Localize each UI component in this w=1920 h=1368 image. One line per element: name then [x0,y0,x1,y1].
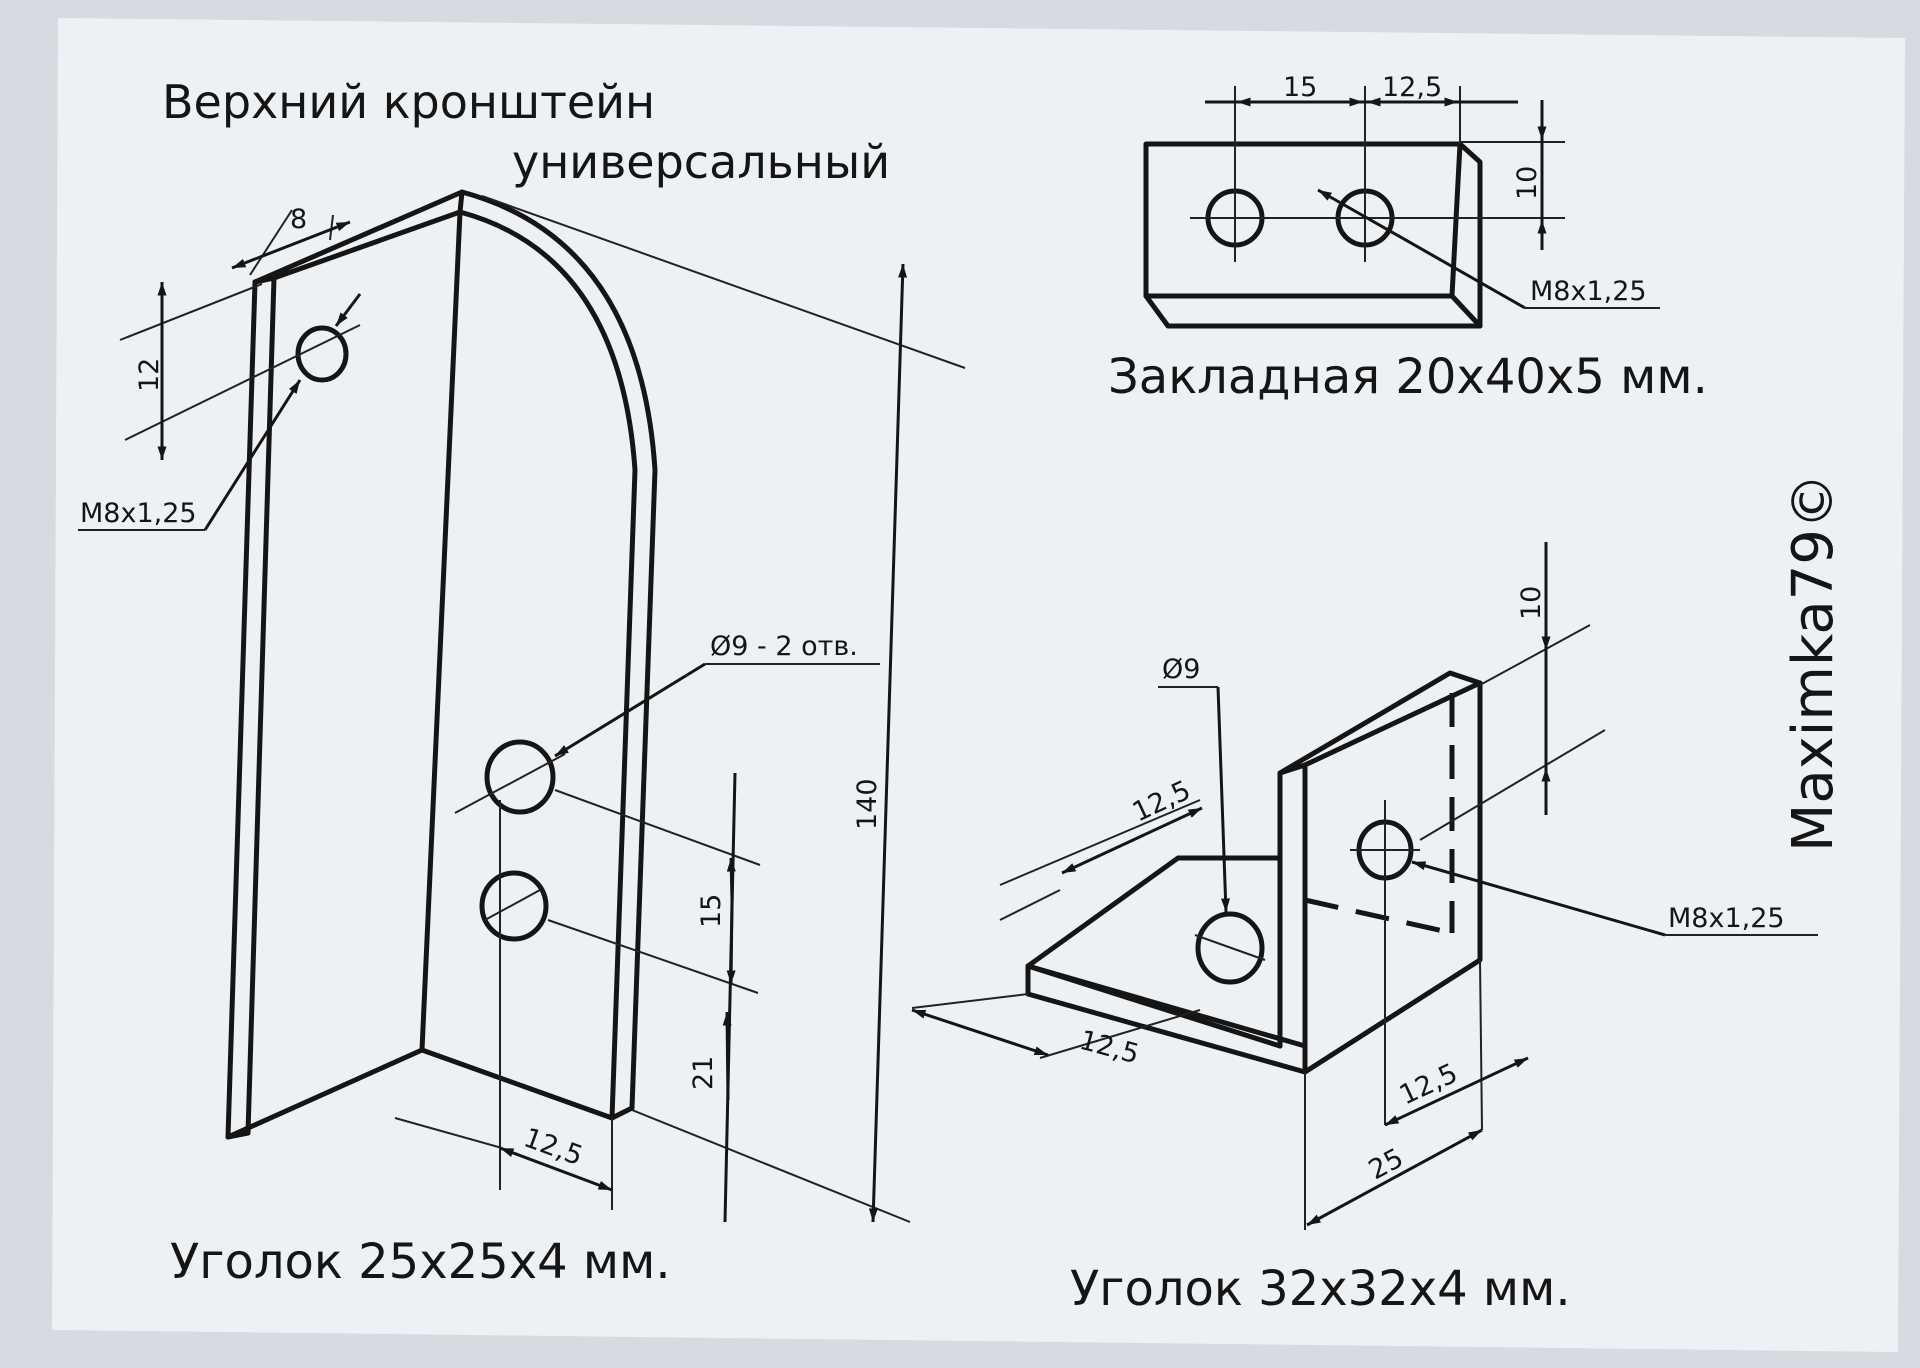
paper-sheet [52,18,1905,1352]
centre-line [484,889,541,921]
dim-arrow [726,857,736,901]
dim-8: 8 [290,204,307,235]
angle-vertical-leg-front [1277,762,1308,1049]
extension-line [1479,624,1591,686]
extension-line [631,1109,911,1223]
extension-line [999,889,1061,921]
bracket-rounded-top-outer [459,189,658,1111]
dim-15: 15 [696,894,727,928]
bracket-left-flange [225,275,277,1140]
dim-line-140 [868,263,908,1223]
dim-line-12-5 [499,1146,613,1192]
plate-dim-10: 10 [1512,166,1543,200]
bracket-hole-upper [484,739,556,815]
bracket-drawing: Верхний кронштейн универсальный 8 12 [78,75,966,1290]
leader-arrow [1411,860,1666,937]
bracket-bottom-corner [609,1105,635,1121]
angle-thread-note: М8х1,25 [1668,903,1785,934]
bracket-holes-note: Ø9 - 2 отв. [710,631,858,662]
dim-line-25 [1306,1128,1483,1227]
bracket-thread-note: М8х1,25 [80,498,197,529]
centre-line [454,753,566,814]
dim-line-bottom [911,1008,1049,1057]
bracket-top-edge [252,189,465,285]
angle-dim-10: 10 [1516,586,1547,620]
bracket-bottom-left [225,1047,425,1140]
centre-line [1194,934,1266,961]
dim-line-right [1384,1056,1529,1127]
bracket-rounded-top-inner [457,209,638,1121]
extension-line [911,993,1029,1009]
plate-caption: Закладная 20х40х5 мм. [1108,349,1708,405]
plate-thickness-edges [1143,141,1483,329]
author-watermark: Maximka79© [1781,473,1846,852]
leader-arrow [203,379,302,531]
dim-line-diagonal [1061,806,1203,875]
angle-hole [1195,911,1265,985]
bracket-title-line2: универсальный [512,135,890,189]
plate-dim-12-5: 12,5 [1382,72,1442,103]
angle-horizontal-leg-edge [1025,963,1283,1049]
leader-arrow [1216,686,1231,913]
dim-arrow [726,899,736,985]
dim-21: 21 [688,1056,719,1090]
extension-line [119,283,263,341]
extension-line [547,919,759,994]
bracket-fold-line [419,209,463,1053]
leader-arrow [554,662,706,758]
plate-dim-15: 15 [1283,72,1317,103]
angle-hole-note: Ø9 [1162,654,1200,685]
angle-caption: Уголок 32х32х4 мм. [1070,1261,1571,1317]
angle-vertical-leg-top [1277,670,1483,776]
extension-line [554,789,761,866]
bracket-title-line1: Верхний кронштейн [162,75,655,129]
dim-line-8 [231,220,351,270]
extension-line [394,1117,503,1149]
bracket-bottom-right [419,1047,615,1121]
extension-line [1039,1009,1201,1059]
hidden-line [1304,897,1453,936]
dim-line-vertical [723,772,737,1223]
extension-line [1419,729,1606,841]
plate-drawing: 15 12,5 10 М8х1,25 Закладная 20х40х5 мм. [1108,72,1708,405]
dim-arrow [722,1011,732,1101]
dim-140: 140 [852,778,883,830]
leader-arrow [1317,188,1526,310]
bracket-caption: Уголок 25х25х4 мм. [170,1234,671,1290]
bracket-threaded-hole [295,325,349,383]
bracket-hole-lower [479,870,549,942]
leader-arrow [334,293,362,327]
dim-12: 12 [134,358,165,392]
plate-thread-note: М8х1,25 [1530,276,1647,307]
